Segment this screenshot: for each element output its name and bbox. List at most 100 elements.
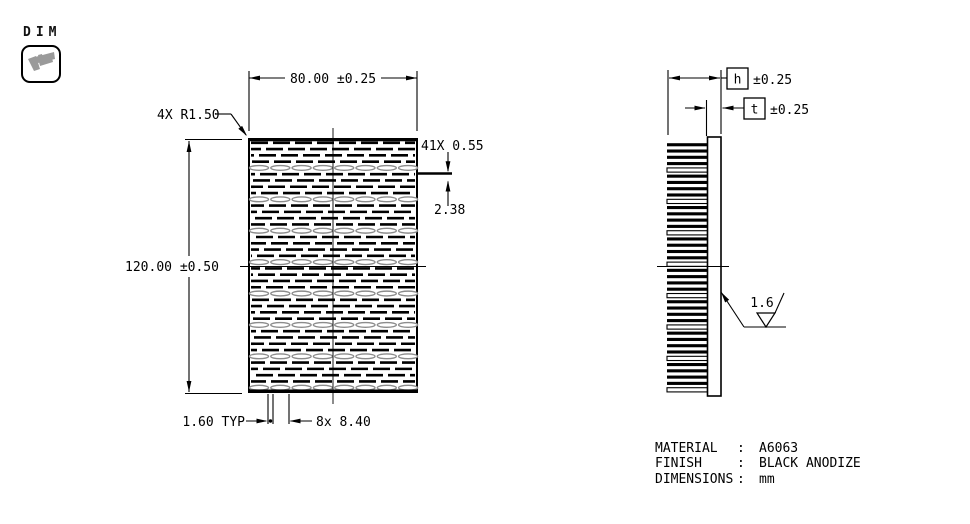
arrowhead	[186, 141, 192, 152]
fin-lens	[291, 196, 312, 203]
fin-lens	[270, 290, 291, 297]
fin-lens	[376, 290, 397, 297]
fin-lens	[397, 227, 419, 234]
fin-lens	[334, 321, 355, 329]
fin-lens	[312, 164, 334, 172]
fin-lens	[376, 164, 397, 172]
arrowhead	[445, 161, 451, 173]
fin-lens	[248, 196, 270, 203]
fin-lens	[376, 227, 397, 234]
side-view	[657, 136, 729, 397]
dimensions-value: mm	[759, 471, 775, 487]
side-fin	[667, 268, 708, 272]
fin-lens	[270, 321, 291, 329]
fin-lens	[291, 384, 312, 391]
fin-lens	[291, 227, 312, 234]
side-fin	[667, 174, 708, 178]
fin-lens	[291, 259, 312, 266]
side-fin	[667, 375, 708, 379]
fin-pitch-text: 2.38	[434, 203, 465, 218]
side-fin	[667, 187, 708, 191]
finish-value: BLACK ANODIZE	[759, 456, 861, 472]
side-fin	[667, 256, 708, 260]
side-fin	[667, 300, 708, 304]
side-fin	[667, 350, 708, 354]
slot-width-text: 1.60 TYP	[182, 415, 245, 430]
caliper-icon	[28, 52, 55, 71]
fin-lens	[312, 384, 334, 391]
fin-lens	[355, 321, 376, 329]
side-fin	[667, 193, 708, 197]
arrowhead	[238, 125, 247, 136]
fin-lens	[270, 353, 291, 360]
fin-lens	[397, 321, 419, 329]
arrowhead	[709, 75, 720, 81]
side-fin-outlined	[666, 324, 709, 330]
fin-lens	[355, 290, 376, 297]
finish-label: FINISH	[655, 456, 702, 472]
fin-lens	[397, 164, 419, 172]
fin-lens	[270, 227, 291, 234]
dim-line	[774, 292, 785, 314]
arrowhead	[289, 418, 301, 424]
t-label-text: t	[751, 103, 759, 118]
fin-lens	[248, 290, 270, 297]
side-fin	[667, 143, 708, 147]
arrowhead	[722, 105, 734, 111]
dimensions-sep: :	[737, 471, 745, 487]
width-dimension-text: 80.00 ±0.25	[290, 72, 376, 87]
fin-lens	[248, 227, 270, 234]
arrowhead	[249, 75, 260, 81]
fin-lens	[355, 164, 376, 172]
side-view-fins	[666, 143, 709, 393]
side-fin-outlined	[666, 387, 709, 393]
fin-lens	[270, 164, 291, 172]
side-fin	[667, 344, 708, 348]
surface-finish-icon	[755, 312, 777, 329]
fin-lens	[270, 196, 291, 203]
h-tolerance-text: ±0.25	[753, 73, 792, 88]
side-fin-outlined	[666, 261, 709, 267]
side-fin	[667, 337, 708, 341]
slot-pitch-text: 8x 8.40	[316, 415, 371, 430]
fin-lens	[312, 227, 334, 234]
side-fin	[667, 369, 708, 373]
fin-lens	[312, 353, 334, 360]
dimensions-label: DIMENSIONS	[655, 471, 734, 487]
fin-lens	[376, 196, 397, 203]
fin-lens	[334, 196, 355, 203]
surface-roughness-text: 1.6	[750, 296, 773, 311]
side-fin	[667, 243, 708, 247]
side-fin	[667, 249, 708, 254]
dim-icon-button[interactable]	[21, 45, 61, 83]
fin-lens	[376, 321, 397, 329]
fin-lens	[270, 259, 291, 266]
front-view	[240, 128, 426, 404]
fin-lens	[397, 259, 419, 266]
side-fin-outlined	[666, 198, 709, 205]
finish-sep: :	[737, 456, 745, 472]
side-fin	[667, 218, 708, 222]
fin-lens	[355, 353, 376, 360]
side-fin	[667, 312, 708, 316]
fin-lens	[397, 196, 419, 203]
side-fin	[667, 155, 708, 159]
fin-lens	[291, 290, 312, 297]
material-label: MATERIAL	[655, 441, 718, 456]
h-label-box	[726, 67, 749, 90]
fin-lens	[397, 353, 419, 360]
arrowhead	[186, 381, 192, 392]
fin-lens	[397, 384, 419, 391]
fin-lens	[355, 259, 376, 266]
fin-lens	[248, 353, 270, 360]
fin-lens	[312, 321, 334, 329]
fin-lens	[270, 384, 291, 391]
t-tolerance-text: ±0.25	[770, 103, 809, 118]
fin-lens	[334, 227, 355, 234]
side-fin	[667, 212, 708, 216]
fin-lens	[376, 259, 397, 266]
h-label-text: h	[734, 73, 742, 88]
fin-lens	[334, 259, 355, 266]
fin-lens	[248, 164, 270, 172]
